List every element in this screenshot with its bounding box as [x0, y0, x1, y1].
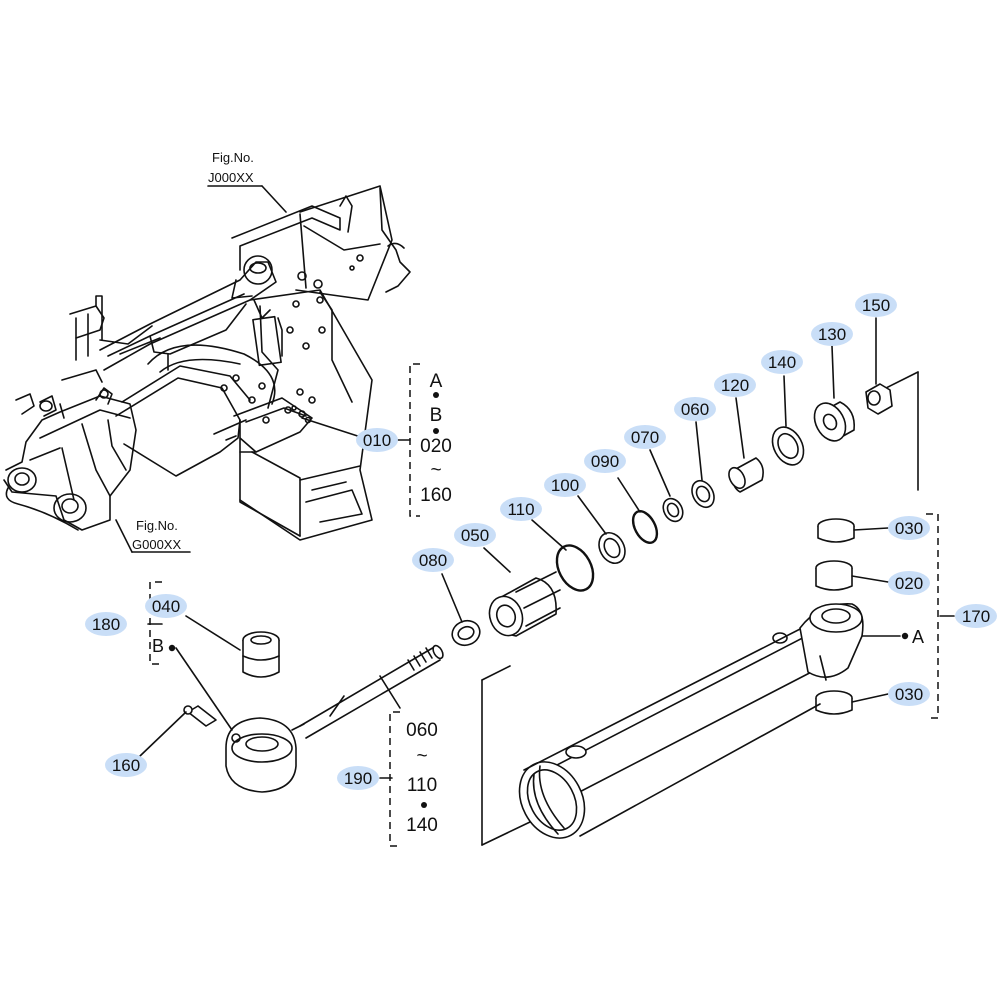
callout-110[interactable]: 110: [500, 497, 542, 521]
callout-060-label: 060: [681, 400, 709, 419]
callout-040-label: 040: [152, 597, 180, 616]
callout-030-lower-label: 030: [895, 685, 923, 704]
callout-180-label: 180: [92, 615, 120, 634]
callout-010-label: 010: [363, 431, 391, 450]
group-190-mid: 110: [407, 775, 437, 796]
callout-030-upper[interactable]: 030: [888, 516, 930, 540]
callout-040[interactable]: 040: [145, 594, 187, 618]
callout-080[interactable]: 080: [412, 548, 454, 572]
point-b-label: B: [152, 636, 164, 656]
point-a-dot: [901, 632, 909, 640]
fig-ref-title: Fig.No.: [212, 150, 254, 165]
group-010-b: B: [430, 405, 443, 426]
callout-170[interactable]: 170: [955, 604, 997, 628]
group-010-start: 020: [420, 436, 452, 457]
callout-190-label: 190: [344, 769, 372, 788]
group-190-list: 060 ~ 110 140: [406, 720, 438, 836]
fig-ref-j000xx[interactable]: Fig.No. J000XX: [208, 150, 254, 185]
callout-130-label: 130: [818, 325, 846, 344]
group-190-tilde: ~: [416, 746, 427, 767]
callout-080-label: 080: [419, 551, 447, 570]
parts-drawing: [183, 383, 893, 839]
group-190-end: 140: [406, 815, 438, 836]
callout-090[interactable]: 090: [584, 449, 626, 473]
callout-160[interactable]: 160: [105, 753, 147, 777]
callout-190[interactable]: 190: [337, 766, 379, 790]
fig-ref-g000xx[interactable]: Fig.No. G000XX: [132, 518, 181, 552]
point-b-dot: [168, 644, 176, 652]
callout-120[interactable]: 120: [714, 373, 756, 397]
assembly-outline: [481, 371, 919, 846]
callout-100[interactable]: 100: [544, 473, 586, 497]
fig-ref-code: G000XX: [132, 537, 181, 552]
group-010-tilde: ~: [430, 460, 441, 481]
callout-180[interactable]: 180: [85, 612, 127, 636]
group-190-start: 060: [406, 720, 438, 741]
callout-030-upper-label: 030: [895, 519, 923, 538]
callout-090-label: 090: [591, 452, 619, 471]
callout-140[interactable]: 140: [761, 350, 803, 374]
group-010-dot-1: [433, 392, 439, 398]
callout-020[interactable]: 020: [888, 571, 930, 595]
group-010-list: A B 020 ~ 160: [420, 371, 452, 506]
group-190-dot: [421, 802, 427, 808]
group-010-dot-2: [433, 428, 439, 434]
callout-150[interactable]: 150: [855, 293, 897, 317]
leader-lines: [115, 185, 955, 779]
callout-020-label: 020: [895, 574, 923, 593]
callout-050[interactable]: 050: [454, 523, 496, 547]
group-brackets: [149, 363, 939, 847]
callout-160-label: 160: [112, 756, 140, 775]
callout-130[interactable]: 130: [811, 322, 853, 346]
callout-100-label: 100: [551, 476, 579, 495]
callout-050-label: 050: [461, 526, 489, 545]
callout-110-label: 110: [507, 500, 534, 519]
callout-120-label: 120: [721, 376, 749, 395]
point-a-label: A: [912, 627, 924, 647]
fig-ref-code: J000XX: [208, 170, 254, 185]
callout-140-label: 140: [768, 353, 796, 372]
group-010-end: 160: [420, 485, 452, 506]
callout-070[interactable]: 070: [624, 425, 666, 449]
callout-150-label: 150: [862, 296, 890, 315]
callout-010[interactable]: 010: [356, 428, 398, 452]
callout-170-label: 170: [962, 607, 990, 626]
callout-070-label: 070: [631, 428, 659, 447]
fig-ref-title: Fig.No.: [136, 518, 178, 533]
group-010-a: A: [430, 371, 443, 392]
callout-060[interactable]: 060: [674, 397, 716, 421]
tractor-frame-drawing: [3, 185, 411, 541]
callout-030-lower[interactable]: 030: [888, 682, 930, 706]
